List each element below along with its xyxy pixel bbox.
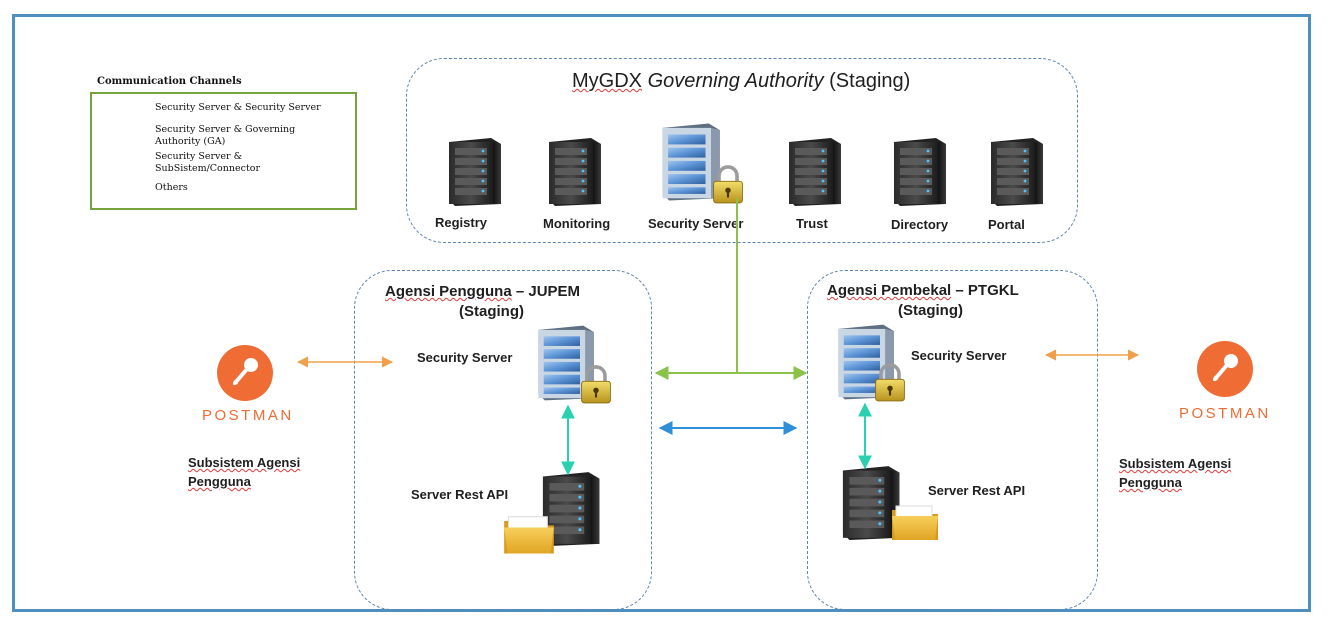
right-agency-title: Agensi Pembekal – PTGKL (Staging) xyxy=(827,282,1019,319)
portal-label: Portal xyxy=(988,217,1025,232)
left-lock-icon xyxy=(579,365,613,404)
rocket-icon xyxy=(233,358,258,385)
right-rest-api-server-icon xyxy=(842,466,900,540)
legend-item-green: Security Server & Governing Authority (G… xyxy=(155,124,296,147)
right-security-server-label: Security Server xyxy=(911,348,1007,363)
left-rest-api-label: Server Rest API xyxy=(411,487,509,502)
left-folder-icon xyxy=(503,516,555,554)
left-agency-title: Agensi Pengguna – JUPEM (Staging) xyxy=(385,283,581,320)
right-rest-api-label: Server Rest API xyxy=(928,483,1026,498)
left-postman-wordmark: POSTMAN xyxy=(202,407,294,424)
right-postman-logo xyxy=(1197,341,1253,397)
monitoring-label: Monitoring xyxy=(543,216,611,231)
legend-item-brown: Others xyxy=(155,182,188,193)
left-client-label: Subsistem Agensi Pengguna xyxy=(188,455,301,489)
left-postman-logo xyxy=(217,345,273,401)
left-security-server-label: Security Server xyxy=(417,350,513,365)
legend-item-blue: Security Server & SubSistem/Connector xyxy=(155,151,261,174)
ga-security-server-label: Security Server xyxy=(648,216,744,231)
right-folder-icon xyxy=(891,505,939,541)
governing-authority-title: MyGDX Governing Authority (Staging) xyxy=(572,70,911,92)
legend-title: Communication Channels xyxy=(97,76,242,87)
registry-label: Registry xyxy=(435,215,488,230)
legend-item-red: Security Server & Security Server xyxy=(155,102,321,113)
left-agency-box xyxy=(354,270,652,610)
right-postman-wordmark: POSTMAN xyxy=(1179,405,1271,422)
rocket-icon xyxy=(1213,354,1238,381)
trust-label: Trust xyxy=(796,216,828,231)
legend-box xyxy=(90,92,357,210)
governing-authority-box xyxy=(406,58,1078,243)
directory-label: Directory xyxy=(891,217,949,232)
right-client-label: Subsistem Agensi Pengguna xyxy=(1119,456,1232,490)
right-agency-box xyxy=(807,270,1098,610)
